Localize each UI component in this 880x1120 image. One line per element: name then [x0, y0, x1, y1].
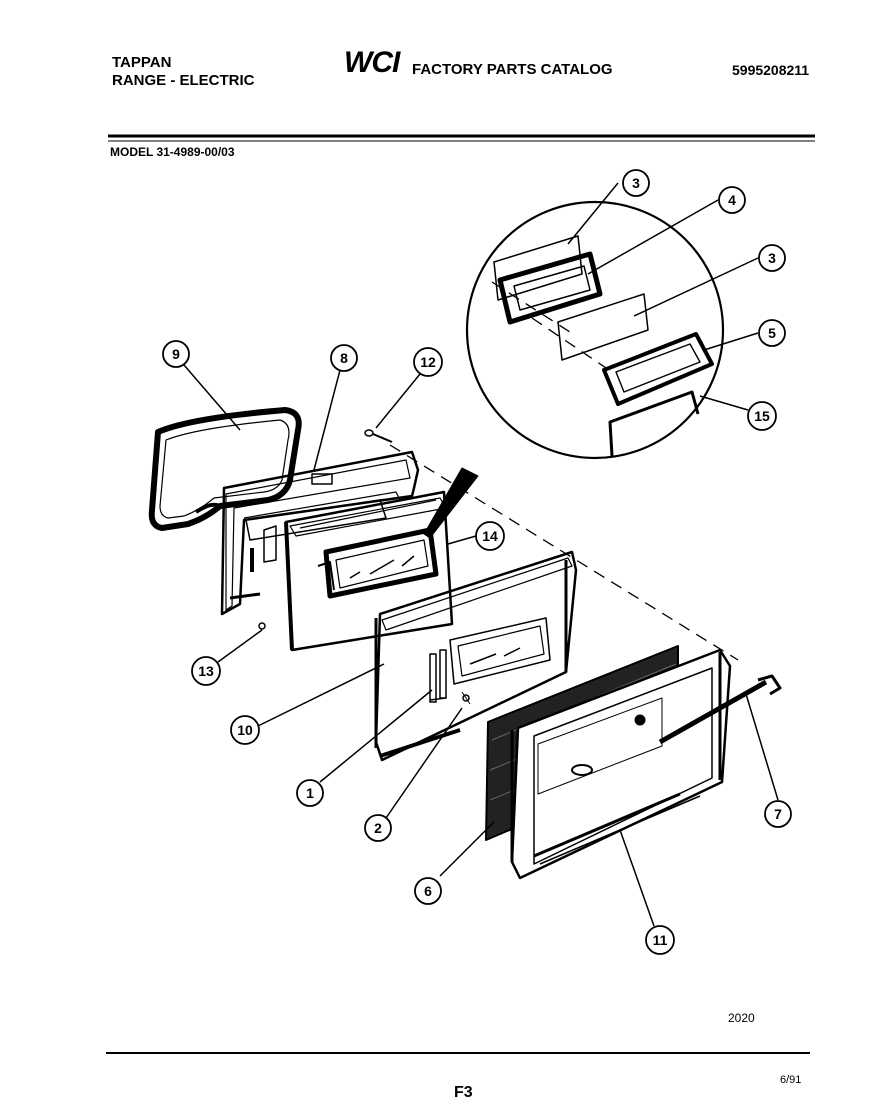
part-10-middle-panel — [374, 550, 578, 762]
part-3-glass-lower — [557, 293, 649, 361]
callout-3-upper: 3 — [622, 169, 650, 197]
callout-12: 12 — [413, 347, 443, 377]
part-14-door-panel — [284, 490, 454, 652]
door-window-assembly — [317, 527, 439, 599]
svg-text:12: 12 — [420, 354, 436, 370]
svg-text:2: 2 — [374, 820, 382, 836]
callout-3-lower: 3 — [758, 244, 786, 272]
svg-text:3: 3 — [632, 175, 640, 191]
diagram-code: 2020 — [728, 1011, 755, 1025]
svg-text:1: 1 — [306, 785, 314, 801]
page-number: F3 — [454, 1084, 473, 1101]
svg-text:14: 14 — [482, 528, 498, 544]
svg-text:15: 15 — [754, 408, 770, 424]
part-11-outer-door-frame — [510, 648, 732, 880]
callout-10: 10 — [230, 715, 260, 745]
product-type: RANGE - ELECTRIC — [112, 72, 255, 89]
detail-magnifier-circle — [465, 200, 725, 460]
svg-text:13: 13 — [198, 663, 214, 679]
wci-logo: WCI — [344, 46, 400, 79]
svg-text:8: 8 — [340, 350, 348, 366]
callout-13: 13 — [191, 656, 221, 686]
part-9-door-gasket-inner — [159, 419, 290, 519]
part-13-screw — [258, 622, 266, 630]
callout-leaders — [183, 182, 779, 927]
callout-14: 14 — [475, 521, 505, 551]
model-number: MODEL 31-4989-00/03 — [110, 145, 235, 159]
catalog-number: 5995208211 — [732, 62, 810, 78]
callout-1: 1 — [296, 779, 324, 807]
part-2-screw — [461, 691, 471, 705]
part-5-frame — [602, 332, 714, 406]
callout-5: 5 — [758, 319, 786, 347]
part-1-hinge-rods — [429, 649, 447, 703]
callout-2: 2 — [364, 814, 392, 842]
svg-text:4: 4 — [728, 192, 736, 208]
part-9-door-gasket — [148, 407, 302, 531]
catalog-title: FACTORY PARTS CATALOG — [412, 61, 613, 78]
part-12-screw — [364, 429, 393, 443]
part-15-clip — [608, 390, 700, 457]
callout-4: 4 — [718, 186, 746, 214]
callout-7: 7 — [764, 800, 792, 828]
part-3-glass-upper — [493, 235, 583, 301]
svg-text:10: 10 — [237, 722, 253, 738]
part-8-inner-door — [220, 450, 420, 616]
svg-text:5: 5 — [768, 325, 776, 341]
svg-text:11: 11 — [653, 932, 668, 948]
part-7-door-handle — [658, 674, 782, 745]
detail-pointer — [423, 467, 479, 539]
callout-9: 9 — [162, 340, 190, 368]
callout-6: 6 — [414, 877, 442, 905]
svg-text:9: 9 — [172, 346, 180, 362]
date-code: 6/91 — [780, 1074, 802, 1086]
part-4-window-frame — [497, 251, 603, 325]
svg-text:6: 6 — [424, 883, 432, 899]
svg-text:3: 3 — [768, 250, 776, 266]
callout-8: 8 — [330, 344, 358, 372]
callout-11: 11 — [645, 925, 675, 955]
svg-text:7: 7 — [774, 806, 782, 822]
brand-name: TAPPAN — [112, 54, 172, 71]
callout-15: 15 — [747, 401, 777, 431]
